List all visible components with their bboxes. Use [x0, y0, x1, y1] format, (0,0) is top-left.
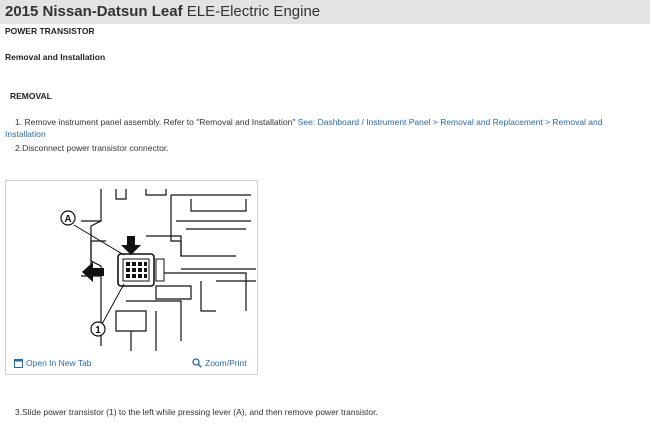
power-transistor-illustration: A 1 — [60, 189, 256, 351]
step-1: 1. Remove instrument panel assembly. Ref… — [5, 116, 645, 140]
page-title-bar: 2015 Nissan-Datsun Leaf ELE-Electric Eng… — [0, 0, 650, 24]
step-2: 2.Disconnect power transistor connector. — [15, 143, 169, 153]
step-3: 3.Slide power transistor (1) to the left… — [15, 407, 378, 417]
zoom-icon — [192, 358, 202, 368]
callout-1: 1 — [90, 321, 106, 337]
zoom-print-label: Zoom/Print — [205, 358, 247, 368]
svg-text:A: A — [64, 214, 71, 225]
zoom-print-link[interactable]: Zoom/Print — [192, 358, 247, 368]
down-arrow — [121, 236, 141, 255]
step-1-link[interactable]: See: Dashboard / Instrument Panel > Remo… — [5, 117, 603, 139]
step-1-text: 1. Remove instrument panel assembly. Ref… — [15, 117, 298, 127]
page-title: 2015 Nissan-Datsun Leaf ELE-Electric Eng… — [5, 3, 321, 20]
figure-box: A 1 Open In New Tab Zoom/Print — [5, 180, 258, 375]
open-tab-icon — [14, 358, 23, 368]
svg-text:1: 1 — [95, 325, 101, 336]
section-title: POWER TRANSISTOR — [5, 26, 95, 36]
open-new-tab-label: Open In New Tab — [26, 358, 92, 368]
left-arrow — [82, 262, 104, 282]
removal-heading: REMOVAL — [10, 91, 52, 101]
open-new-tab-link[interactable]: Open In New Tab — [14, 358, 92, 368]
connector — [117, 253, 165, 287]
subsection-title: Removal and Installation — [5, 52, 106, 62]
callout-a: A — [60, 210, 76, 226]
figure-footer: Open In New Tab Zoom/Print — [6, 354, 257, 374]
